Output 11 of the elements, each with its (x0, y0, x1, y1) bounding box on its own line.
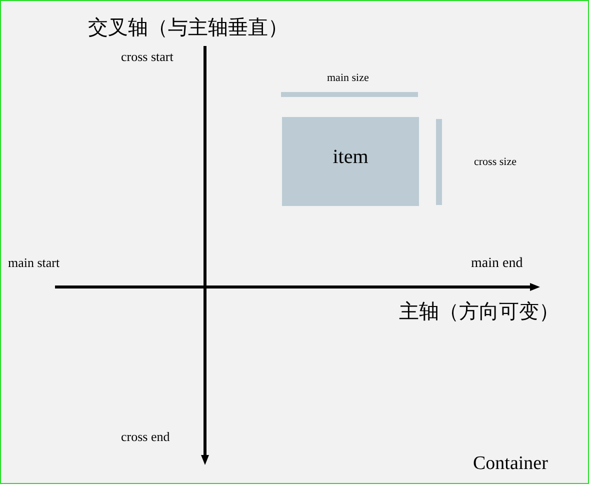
item-box (282, 117, 419, 206)
axis-end-label: cross start (121, 50, 174, 65)
item-label: item (332, 146, 368, 169)
axis-end-label: main start (8, 256, 60, 271)
axis-title: 交叉轴（与主轴垂直） (88, 17, 288, 40)
axis-end-label: main end (471, 256, 523, 272)
axis-title: 主轴（方向可变） (399, 301, 559, 324)
dimension-label: main size (327, 72, 369, 85)
axis-end-label: cross end (121, 430, 170, 445)
container-label: Container (473, 453, 548, 475)
dimension-label: cross size (474, 156, 516, 169)
